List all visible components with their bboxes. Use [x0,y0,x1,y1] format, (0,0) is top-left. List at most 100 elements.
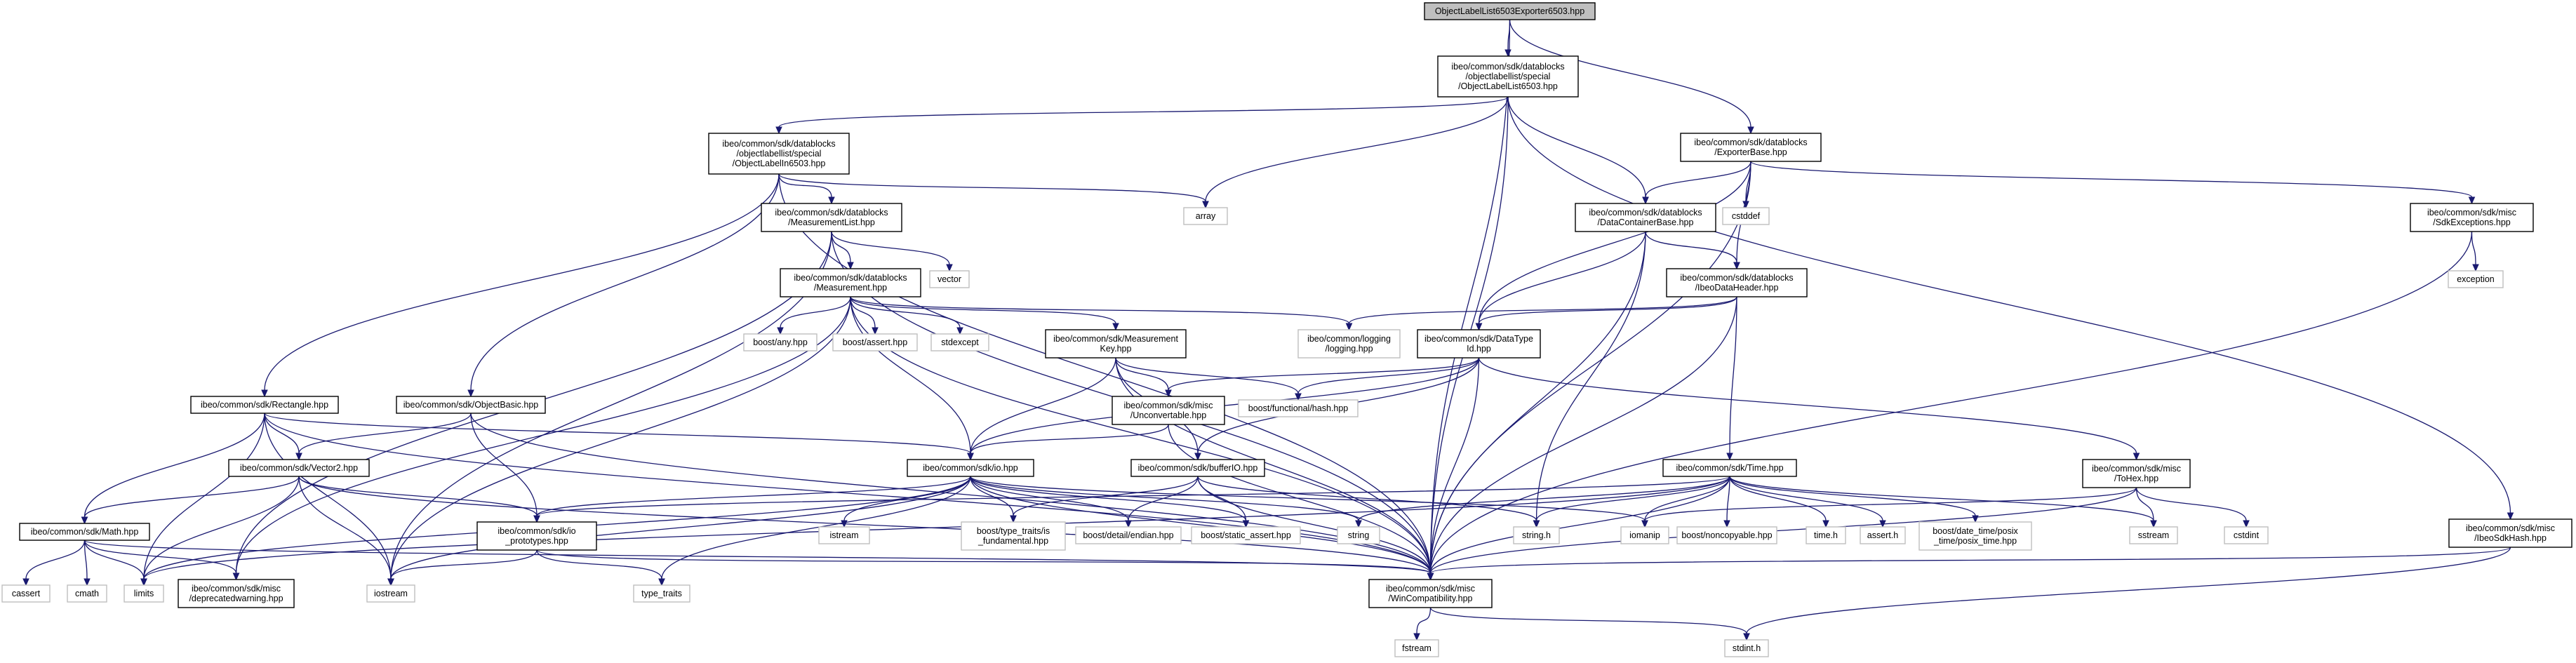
node-measurement[interactable]: ibeo/common/sdk/datablocks/Measurement.h… [780,268,921,297]
edge-arrowhead [2243,520,2250,528]
node-box [907,459,1034,477]
node-rectangle[interactable]: ibeo/common/sdk/Rectangle.hpp [190,396,339,414]
edge-dcbase-to-stringh [1535,231,1646,521]
node-box [366,584,415,603]
node-limits: limits [124,584,164,603]
node-label-line: /deprecatedwarning.hpp [189,594,283,603]
edge-unconvertable-to-wincompat [1168,424,1432,574]
node-io[interactable]: ibeo/common/sdk/io.hpp [907,459,1034,477]
node-cassert: cassert [1,584,51,603]
node-ibeodh[interactable]: ibeo/common/sdk/datablocks/IbeoDataHeade… [1666,268,1808,297]
edge-arrowhead [1533,520,1540,528]
node-label-line: ibeo/common/logging [1307,334,1391,344]
node-box [2448,518,2572,548]
node-label-line: _fundamental.hpp [977,536,1048,546]
node-exporterbase[interactable]: ibeo/common/sdk/datablocks/ExporterBase.… [1680,133,1822,162]
edge-arrowhead [1726,453,1733,461]
edge-wincompat-to-stdinth [1429,607,1747,634]
node-box [1620,526,1669,544]
edge-arrowhead [81,516,88,525]
edge-vector2-to-wincompat [298,476,1432,574]
node-label-line: boost/any.hpp [753,337,808,347]
node-label-line: ibeo/common/sdk/Math.hpp [31,527,139,537]
node-deprecated[interactable]: ibeo/common/sdk/misc/deprecatedwarning.h… [178,579,295,608]
edge-arrowhead [2150,520,2157,528]
edge-sdkexc-to-exception [2471,231,2476,265]
edge-arrowhead [1165,389,1172,398]
edge-time-to-ioproto [536,476,1730,516]
node-label-line: type_traits [641,589,682,598]
node-sdkhash[interactable]: ibeo/common/sdk/misc/IbeoSdkHash.hpp [2448,518,2572,548]
node-label-line: ObjectLabelList6503Exporter6503.hpp [1435,6,1584,16]
node-label-line: /Unconvertable.hpp [1130,410,1206,420]
node-label-line: /Measurement.hpp [814,283,887,293]
node-box [178,579,295,608]
edge-exporterbase-to-sdkexc [1750,161,2473,198]
node-label-line: ibeo/common/sdk/misc [2427,208,2516,217]
node-objectbasic[interactable]: ibeo/common/sdk/ObjectBasic.hpp [396,396,546,414]
node-time[interactable]: ibeo/common/sdk/Time.hpp [1662,459,1797,477]
node-asserth: assert.h [1860,526,1906,544]
node-bufferio[interactable]: ibeo/common/sdk/bufferIO.hpp [1130,459,1265,477]
node-label-line: _prototypes.hpp [505,536,568,546]
edge-unconvertable-to-io [970,424,1169,454]
node-label-line: string.h [1522,530,1551,540]
edge-measlist-to-vector [831,231,950,265]
node-label-line: ibeo/common/sdk/datablocks [794,273,907,283]
edge-arrowhead [956,327,963,335]
node-label-line: stdint.h [1733,643,1761,653]
node-ol6503[interactable]: ibeo/common/sdk/datablocks/objectlabelli… [708,133,850,175]
node-sdkexc[interactable]: ibeo/common/sdk/misc/SdkExceptions.hpp [2410,203,2534,232]
node-box [1724,639,1769,657]
node-wincompat[interactable]: ibeo/common/sdk/misc/WinCompatibility.hp… [1368,579,1493,608]
node-root[interactable]: ObjectLabelList6503Exporter6503.hpp [1424,2,1596,20]
node-label-line: time.h [1814,530,1838,540]
edge-objectbasic-to-ioproto [470,413,538,516]
node-timeh: time.h [1806,526,1846,544]
node-label-line: exception [2457,274,2495,284]
edge-arrowhead [967,453,974,461]
node-box [929,270,970,288]
node-math[interactable]: ibeo/common/sdk/Math.hpp [19,523,150,541]
edge-io-to-wincompat [970,476,1432,574]
node-ioproto[interactable]: ibeo/common/sdk/io_prototypes.hpp [476,521,597,551]
edge-time-to-timeh [1729,476,1827,521]
node-box [1513,526,1560,544]
edge-time-to-wincompat [1429,476,1730,574]
edge-math-to-deprecated [84,540,237,574]
edge-measurement-to-measkey [850,296,1116,324]
edge-datatypeid-to-functionalhash [1297,357,1480,394]
node-unconvertable[interactable]: ibeo/common/sdk/misc/Unconvertable.hpp [1112,396,1225,425]
node-cstdint: cstdint [2224,526,2269,544]
edge-time-to-stringh [1535,476,1730,521]
node-box [1191,526,1301,544]
edge-arrowhead [1112,323,1119,331]
node-measlist[interactable]: ibeo/common/sdk/datablocks/MeasurementLi… [761,203,902,232]
edge-io-to-typetraits [661,476,971,580]
node-label-line: fstream [1402,643,1432,653]
node-box [961,521,1066,551]
edge-sdkexc-to-wincompat [1429,231,2473,574]
node-label-line: Key.hpp [1100,344,1132,354]
node-stdinth: stdint.h [1724,639,1769,657]
node-dcbase[interactable]: ibeo/common/sdk/datablocks/DataContainer… [1575,203,1716,232]
node-box [1075,526,1182,544]
node-label-line: string [1348,530,1370,540]
node-box [1666,268,1808,297]
node-label-line: ibeo/common/sdk/bufferIO.hpp [1138,463,1258,473]
edge-arrowhead [872,327,879,335]
node-oll6503[interactable]: ibeo/common/sdk/datablocks/objectlabelli… [1437,55,1579,98]
node-label-line: vector [937,274,961,284]
edge-arrowhead [1504,49,1511,58]
node-vector2[interactable]: ibeo/common/sdk/Vector2.hpp [228,459,370,477]
edge-io-to-staticassert [970,476,1247,521]
node-exception: exception [2448,270,2504,288]
node-tohex[interactable]: ibeo/common/sdk/misc/ToHex.hpp [2082,459,2191,488]
edge-measurement-to-boostany [780,296,851,328]
node-logging: ibeo/common/logging/logging.hpp [1297,329,1401,359]
edge-dcbase-to-ibeodh [1645,231,1737,263]
edge-exporterbase-to-dcbase [1645,161,1751,198]
